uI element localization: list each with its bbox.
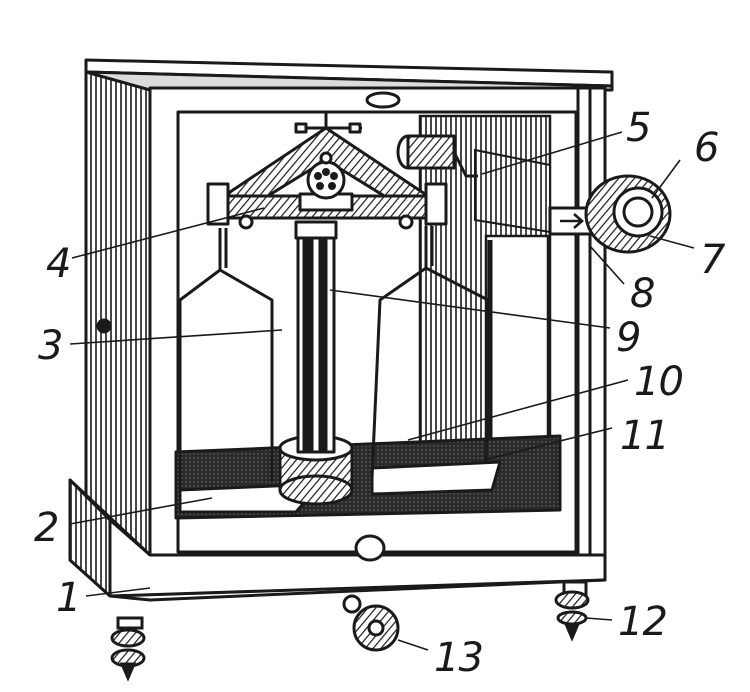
label-7: 7 [700, 237, 725, 283]
label-9: 9 [616, 315, 641, 361]
label-8: 8 [630, 271, 655, 317]
label-11: 11 [620, 413, 670, 459]
pans-and-column [178, 220, 502, 514]
label-5: 5 [626, 105, 651, 151]
label-10: 10 [634, 359, 684, 405]
label-4: 4 [46, 241, 71, 287]
label-12: 12 [618, 599, 668, 645]
illuminator [396, 134, 478, 178]
pan-stirrups [178, 226, 490, 500]
label-1: 1 [56, 575, 81, 621]
beam [206, 112, 448, 230]
weight-dial [548, 174, 672, 254]
release-knob-and-feet [110, 534, 590, 682]
label-6: 6 [694, 125, 719, 171]
label-3: 3 [38, 323, 63, 369]
label-2: 2 [34, 505, 59, 551]
label-13: 13 [434, 635, 484, 681]
leader-lines [69, 131, 695, 651]
